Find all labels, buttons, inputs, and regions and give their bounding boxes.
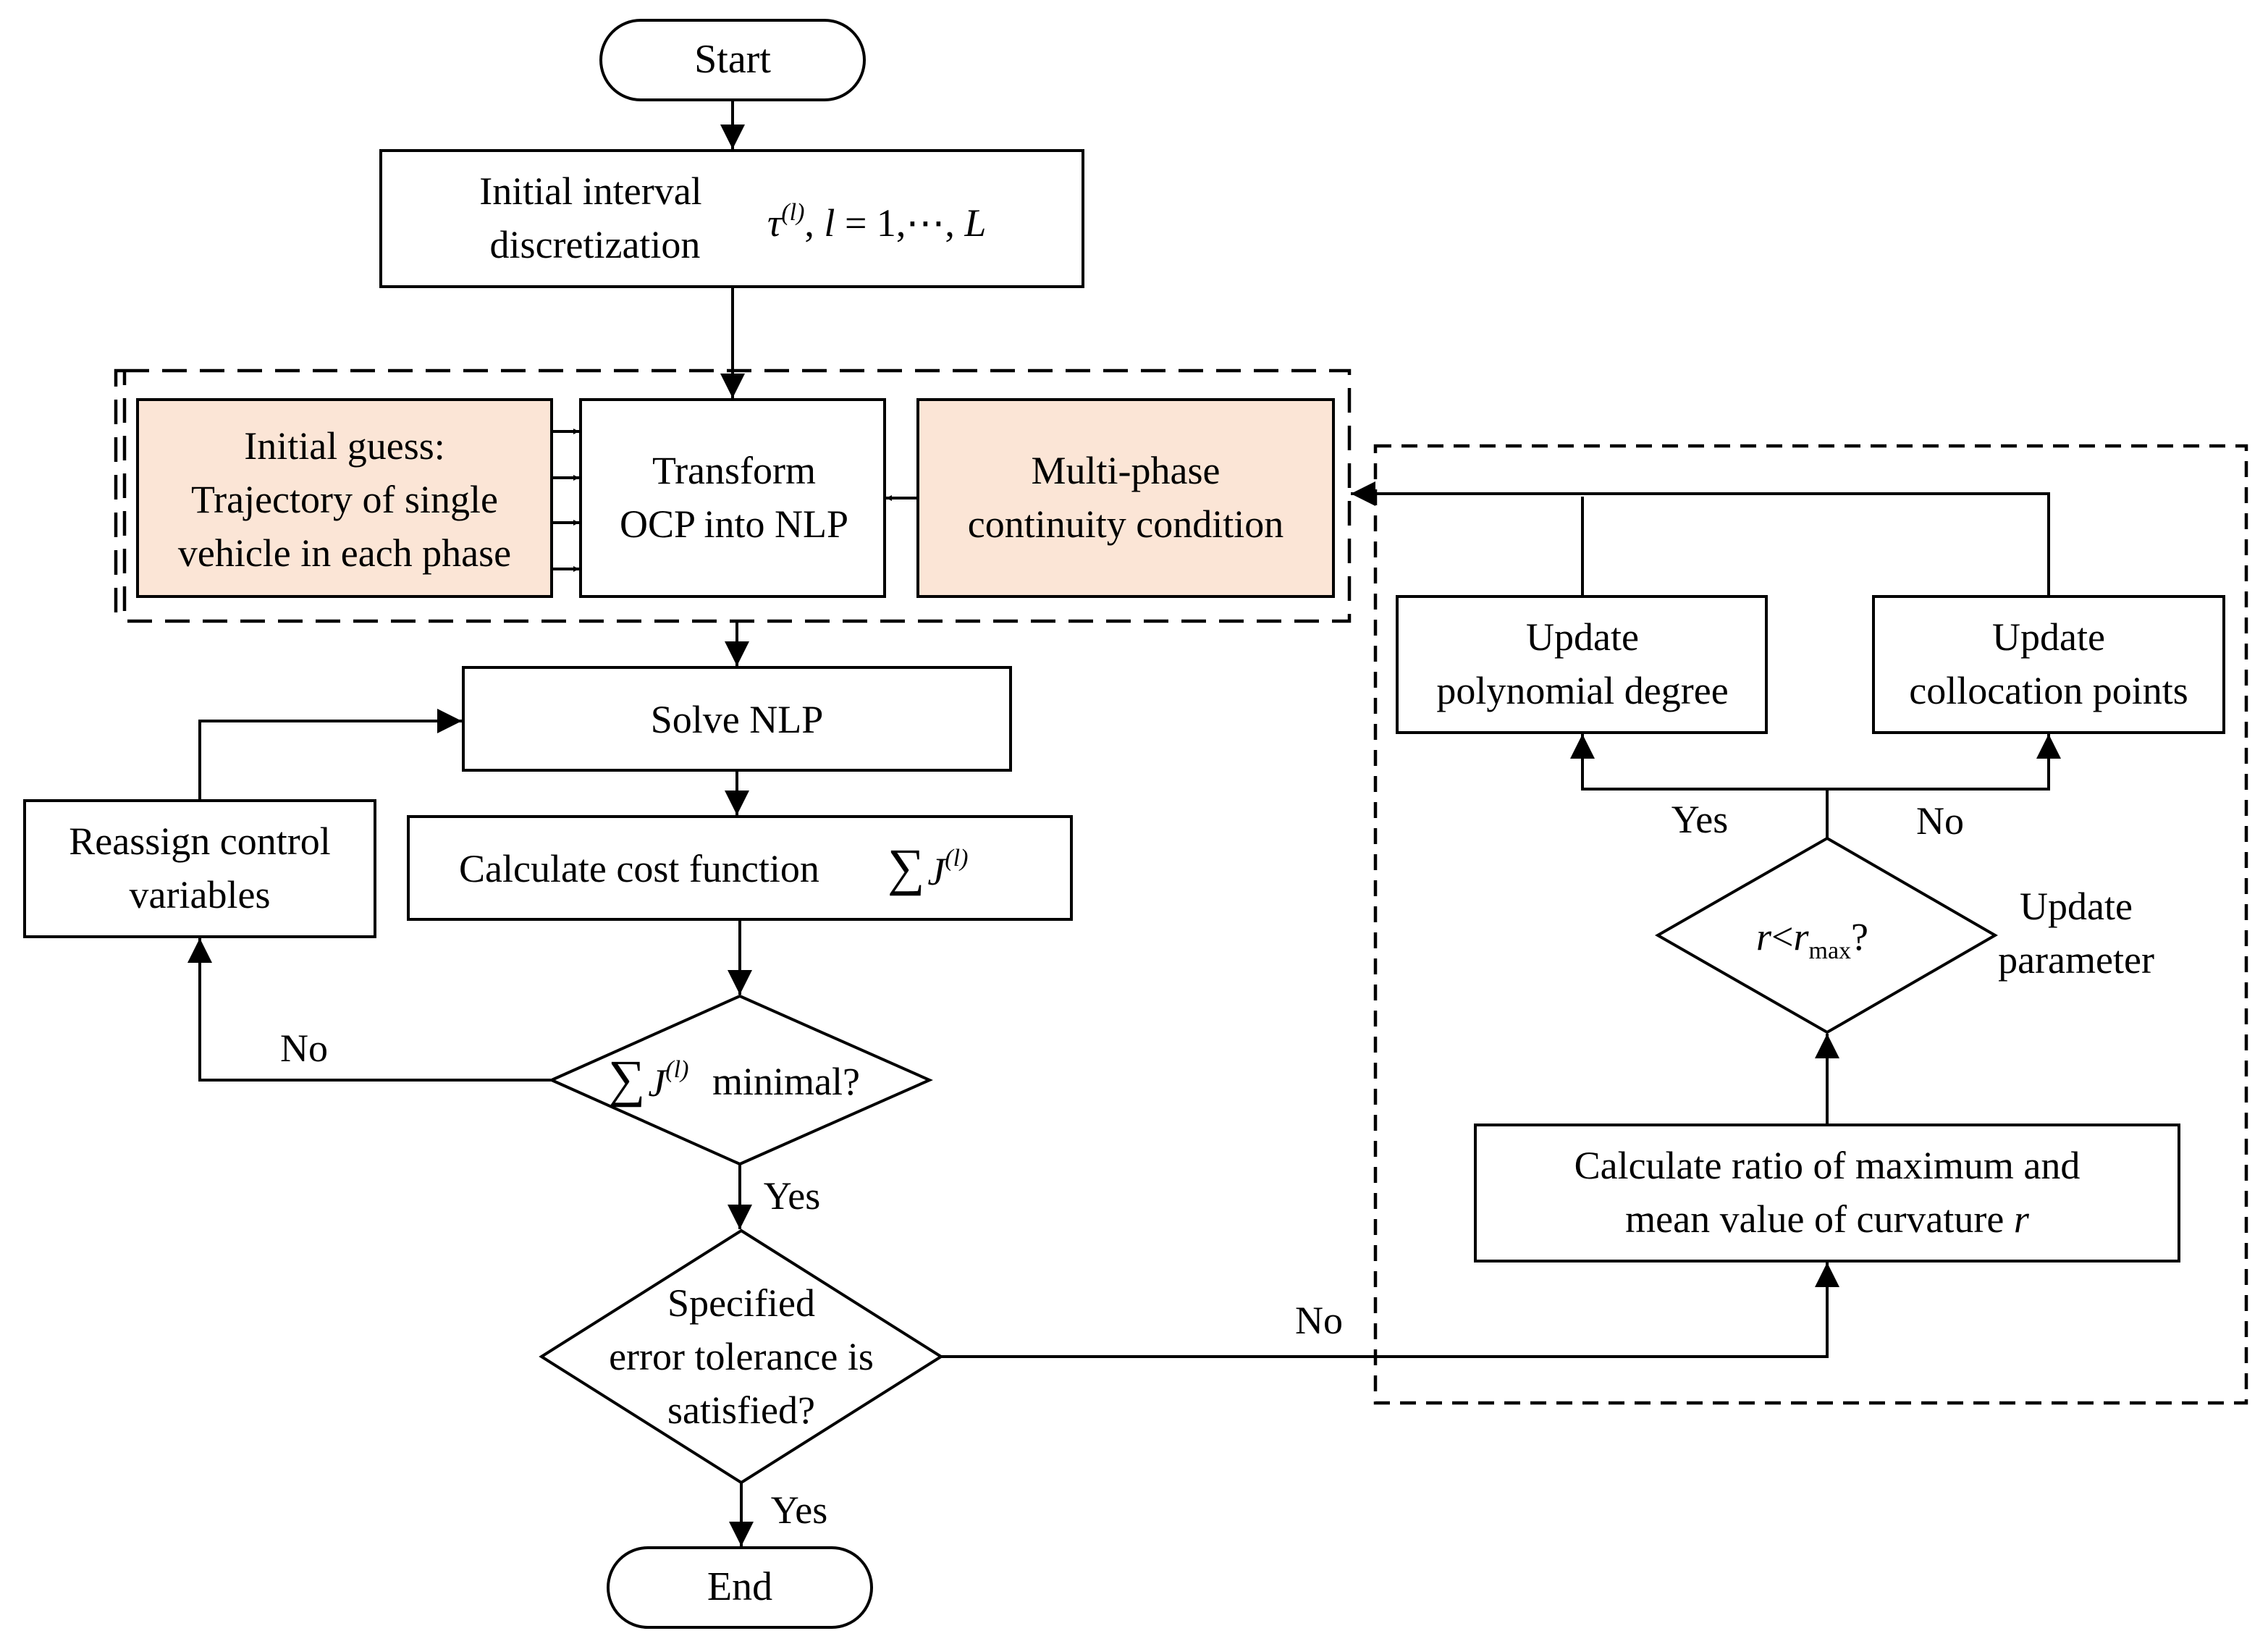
reassign-box (23, 799, 376, 938)
update-parameter-label-2: parameter (1998, 938, 2154, 982)
transform-label-2: OCP into NLP (620, 502, 848, 546)
multiphase-label-2: continuity condition (968, 502, 1283, 546)
initial-interval-box (379, 149, 1084, 288)
initial-guess-label-1: Initial guess: (244, 424, 444, 468)
update-polynomial-box (1396, 595, 1768, 734)
edge-minimal-no-to-reassign (187, 938, 552, 1082)
edge-label-yes-minimal: Yes (764, 1174, 821, 1218)
edge-label-yes-end: Yes (771, 1488, 828, 1532)
initial-interval-label-2: discretization (490, 223, 701, 266)
rmax-math: r<rmax? (1756, 915, 1868, 964)
edge-rmax-yes-to-polynomial (1570, 734, 1829, 838)
update-polynomial-label-1: Update (1526, 615, 1639, 659)
end-terminal (607, 1546, 873, 1629)
ratio-label-2: mean value of curvature r (1625, 1197, 2030, 1241)
update-polynomial-label-2: polynomial degree (1436, 669, 1728, 712)
edge-label-no-rmax: No (1916, 799, 1964, 843)
edge-collocation-to-multiphase (1351, 481, 2050, 597)
dashed-group-initialization (114, 368, 1352, 623)
end-label: End (707, 1564, 772, 1609)
update-parameter-label-1: Update (2020, 885, 2133, 928)
transform-label-1: Transform (652, 449, 816, 492)
ratio-box (1474, 1124, 2180, 1262)
tolerance-label-3: satisfied? (667, 1388, 815, 1432)
multiphase-label-1: Multi-phase (1032, 449, 1221, 492)
cost-function-label: Calculate cost function (459, 847, 819, 890)
tolerance-label-1: Specified (667, 1281, 815, 1325)
update-collocation-box (1872, 595, 2225, 734)
ratio-label-2-var: r (2014, 1197, 2030, 1241)
minimal-math: ∑J(l) (608, 1050, 688, 1108)
start-label: Start (694, 37, 771, 82)
ratio-label-1: Calculate ratio of maximum and (1574, 1144, 2081, 1187)
edge-label-yes-rmax: Yes (1672, 798, 1729, 841)
reassign-label-1: Reassign control (69, 819, 330, 863)
rmax-decision (1654, 836, 1998, 1034)
edge-label-no-minimal: No (280, 1027, 328, 1070)
ratio-label-2-text: mean value of curvature (1625, 1197, 2004, 1241)
initial-guess-box (136, 398, 553, 598)
edge-rmax-no-to-collocation (1827, 734, 2061, 791)
reassign-label-2: variables (130, 873, 271, 916)
transform-box (579, 398, 886, 598)
initial-guess-label-3: vehicle in each phase (178, 531, 511, 575)
update-collocation-label-2: collocation points (1909, 669, 2188, 712)
initial-interval-math: τ(l), l = 1,⋯, L (767, 199, 986, 245)
multiphase-box (916, 398, 1335, 598)
tolerance-label-2: error tolerance is (609, 1335, 874, 1378)
edge-tolerance-no-to-ratio (941, 1262, 1839, 1358)
solve-nlp-box (462, 666, 1012, 772)
initial-guess-label-2: Trajectory of single (191, 478, 498, 521)
minimal-label: minimal? (712, 1060, 860, 1103)
solve-nlp-label: Solve NLP (651, 698, 824, 741)
update-collocation-label-1: Update (1992, 615, 2105, 659)
edge-reassign-to-solve (198, 709, 462, 801)
cost-function-math: ∑J(l) (888, 838, 968, 896)
initial-interval-label-1: Initial interval (479, 169, 701, 213)
edge-label-no-tolerance: No (1295, 1299, 1343, 1342)
